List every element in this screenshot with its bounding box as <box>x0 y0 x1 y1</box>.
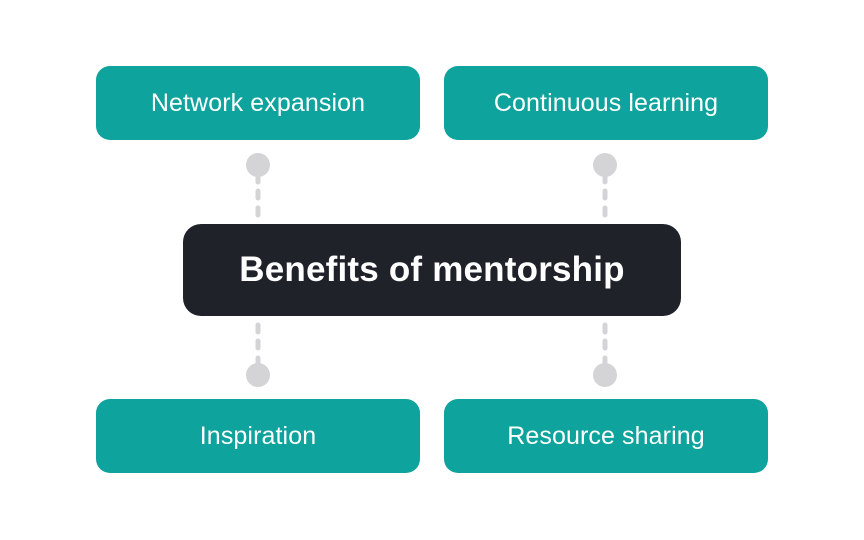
connector-bottom-right <box>592 318 618 388</box>
benefit-label: Inspiration <box>199 421 317 450</box>
dotted-connector-icon <box>246 153 270 218</box>
connector-top-left <box>245 152 271 222</box>
central-topic-node: Benefits of mentorship <box>183 224 681 316</box>
benefit-node-inspiration: Inspiration <box>96 399 420 473</box>
connector-bottom-left <box>245 318 271 388</box>
dotted-connector-icon <box>593 153 617 218</box>
dotted-connector-icon <box>593 322 617 387</box>
benefit-node-continuous-learning: Continuous learning <box>444 66 768 140</box>
connector-top-right <box>592 152 618 222</box>
central-topic-label: Benefits of mentorship <box>239 250 625 289</box>
benefit-label: Resource sharing <box>507 421 705 450</box>
benefit-label: Continuous learning <box>493 88 719 117</box>
benefit-label: Network expansion <box>150 88 366 117</box>
benefit-node-resource-sharing: Resource sharing <box>444 399 768 473</box>
dotted-connector-icon <box>246 322 270 387</box>
benefit-node-network-expansion: Network expansion <box>96 66 420 140</box>
